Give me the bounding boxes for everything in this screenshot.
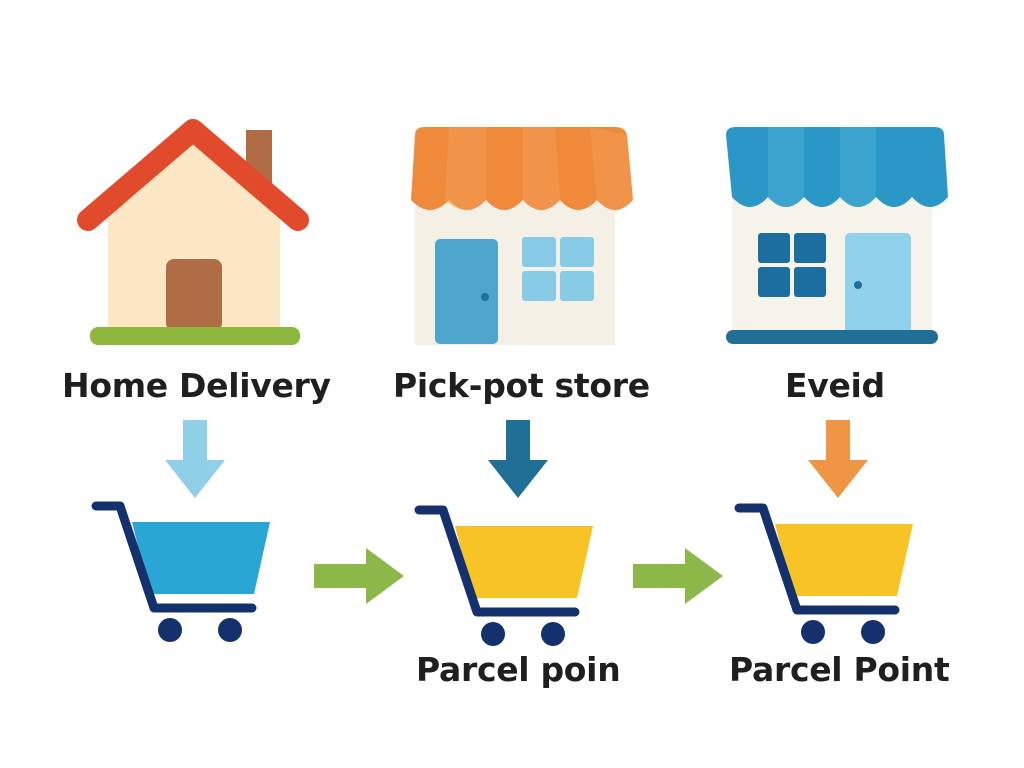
store-window xyxy=(758,233,826,297)
right-arrow-icon xyxy=(633,548,723,604)
label-parcel-poin: Parcel poin xyxy=(416,650,621,689)
shopping-cart-icon xyxy=(734,503,913,644)
down-arrow-icon xyxy=(165,420,225,498)
house-roof xyxy=(77,119,309,231)
label-eveid: Eveid xyxy=(785,366,885,405)
shopping-cart-icon xyxy=(91,501,270,642)
house-icon xyxy=(77,119,309,345)
shopping-cart-icon xyxy=(414,505,593,646)
label-home-delivery: Home Delivery xyxy=(62,366,331,405)
right-arrow-icon xyxy=(314,548,404,604)
cart-basket xyxy=(775,524,913,596)
house-door xyxy=(166,259,222,331)
store-door xyxy=(845,233,911,335)
house-wall xyxy=(108,143,280,330)
label-parcel-point: Parcel Point xyxy=(729,650,950,689)
store-window xyxy=(522,237,594,301)
ground xyxy=(90,327,300,345)
orange-storefront-icon xyxy=(411,127,633,345)
cart-basket xyxy=(132,522,270,594)
cart-basket xyxy=(455,526,593,598)
down-arrow-icon xyxy=(808,420,868,498)
awning xyxy=(726,127,948,207)
store-base xyxy=(726,330,938,344)
blue-storefront-icon xyxy=(726,127,948,344)
down-arrow-icon xyxy=(488,420,548,498)
store-door xyxy=(435,239,498,344)
label-pick-pot-store: Pick-pot store xyxy=(393,366,650,405)
